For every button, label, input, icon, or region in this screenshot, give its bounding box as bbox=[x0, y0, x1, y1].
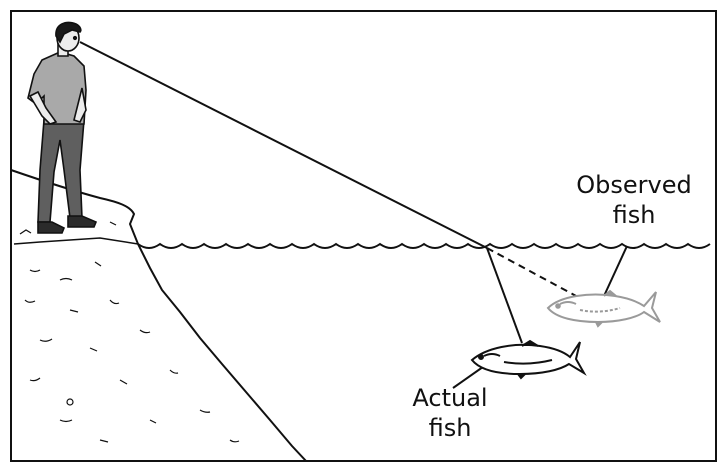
person-pants bbox=[37, 119, 85, 223]
observed-label-line1: Observed bbox=[576, 171, 692, 199]
refracted-ray bbox=[486, 247, 523, 344]
person-eye bbox=[72, 35, 78, 41]
observed-label-line2: fish bbox=[612, 201, 656, 229]
fish-outline-icon bbox=[546, 289, 661, 328]
observed-fish-label: Observed fish bbox=[560, 170, 708, 230]
actual-label-line1: Actual bbox=[412, 384, 488, 412]
cliff-pebble bbox=[66, 398, 74, 406]
person-shirt bbox=[27, 51, 87, 125]
person-icon bbox=[27, 21, 98, 234]
actual-label-line2: fish bbox=[428, 414, 472, 442]
person-hair bbox=[55, 21, 82, 44]
actual-fish-label: Actual fish bbox=[392, 383, 508, 443]
apparent-ray-dashed bbox=[486, 247, 579, 298]
person-shoe-right bbox=[67, 215, 98, 228]
person-arm-left bbox=[28, 90, 58, 125]
sight-line bbox=[79, 41, 488, 249]
cliff-ledge-line bbox=[13, 237, 139, 245]
person-arm-right bbox=[73, 87, 87, 123]
person-shoe-left bbox=[37, 221, 66, 234]
observed-pointer-line bbox=[603, 245, 628, 297]
fish-icon bbox=[470, 339, 587, 380]
water-surface-waves bbox=[137, 242, 711, 249]
